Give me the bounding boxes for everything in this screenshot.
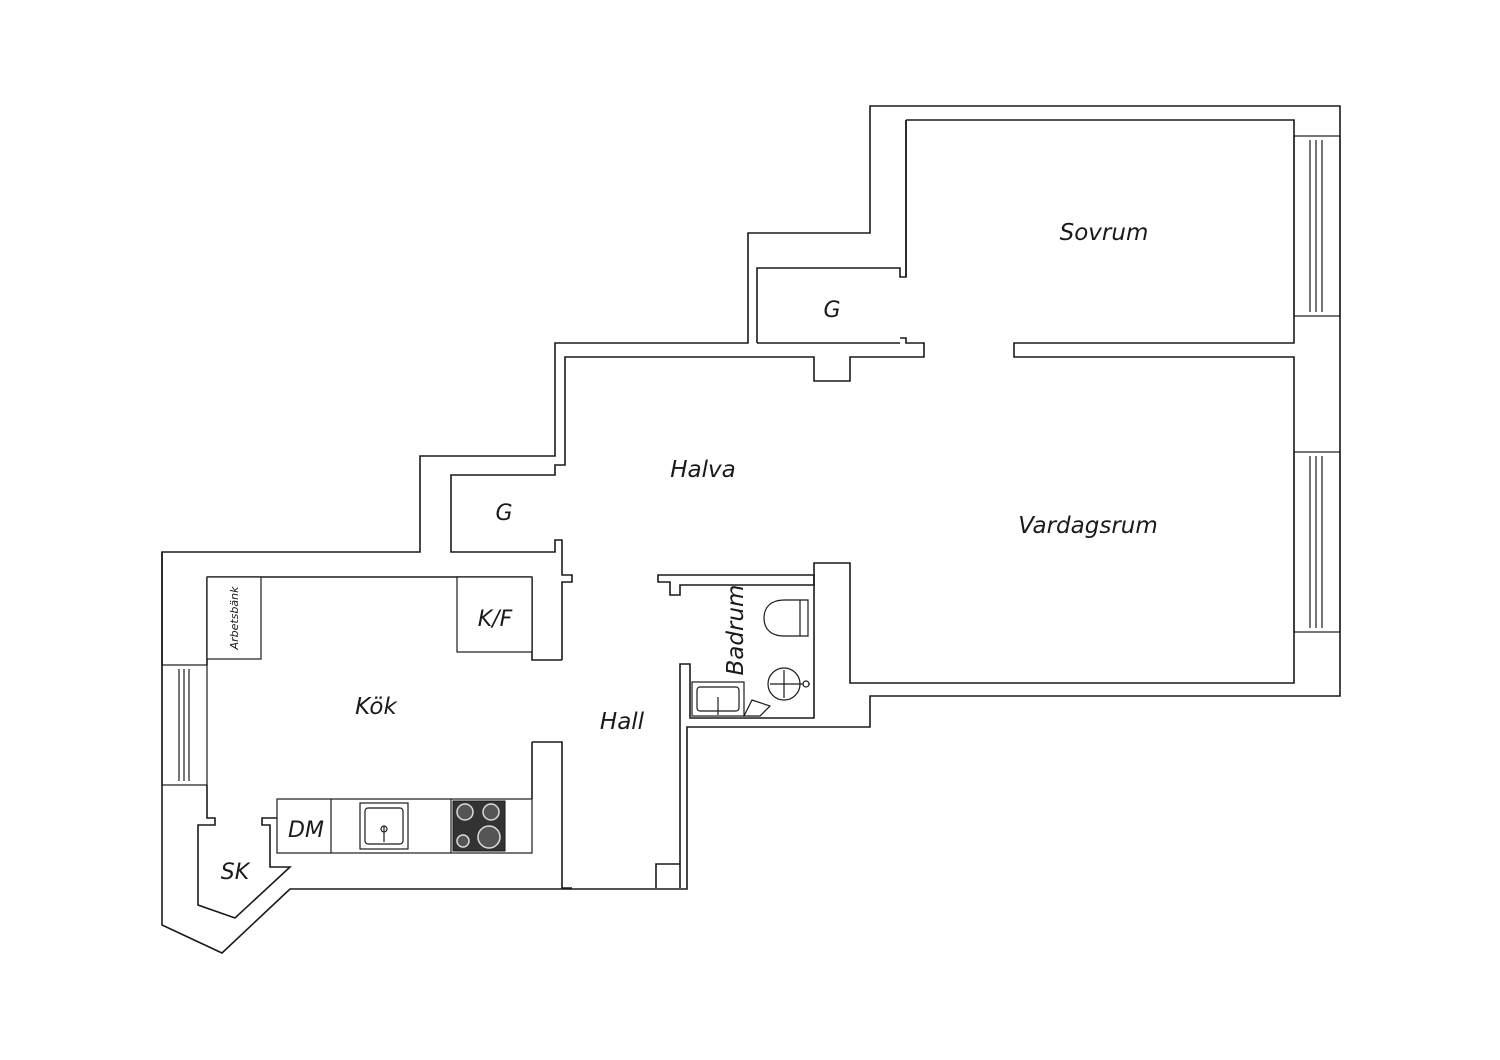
label-arbetsbank: Arbetsbänk	[228, 586, 241, 651]
label-diskmaskin: DM	[288, 818, 324, 843]
inner-walls	[161, 119, 1295, 919]
room-label-kok: Kök	[355, 694, 398, 720]
outer-wall	[161, 105, 1341, 954]
window-icon	[1293, 451, 1341, 633]
room-label-vardagsrum: Vardagsrum	[1018, 513, 1158, 539]
sink-icon	[359, 802, 409, 850]
hob-icon	[452, 800, 506, 852]
fridge-freezer	[456, 576, 533, 653]
label-garderob-lower: G	[495, 501, 512, 526]
room-label-badrum: Badrum	[723, 585, 749, 676]
window-icon	[1293, 135, 1341, 317]
room-label-halva: Halva	[670, 457, 736, 483]
room-label-sovrum: Sovrum	[1060, 220, 1149, 246]
toilet-icon	[763, 599, 809, 637]
label-garderob-upper: G	[823, 298, 840, 323]
shower-icon	[767, 667, 810, 701]
washbasin-icon	[691, 681, 772, 717]
window-icon	[161, 664, 208, 786]
label-skafferi: SK	[221, 860, 251, 885]
label-kyl-frys: K/F	[478, 607, 513, 632]
workbench	[206, 576, 262, 660]
room-label-hall: Hall	[600, 709, 645, 735]
